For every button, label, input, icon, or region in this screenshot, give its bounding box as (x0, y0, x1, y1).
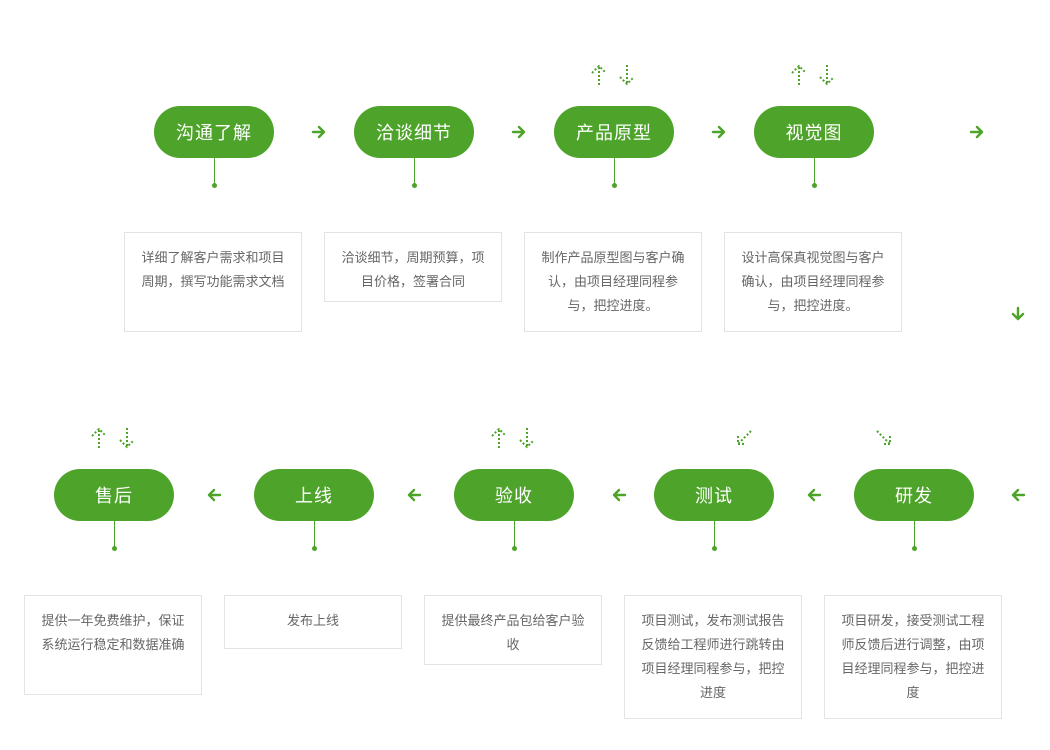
up-down-arrows-icon (789, 63, 839, 87)
connector-line (114, 521, 115, 547)
diagonal-arrow-icon (874, 428, 894, 448)
step-pill-launch: 上线 (254, 469, 374, 521)
connector-dot (612, 183, 617, 188)
step-description: 制作产品原型图与客户确认，由项目经理同程参与，把控进度。 (541, 251, 685, 314)
connector-dot (512, 546, 517, 551)
arrow-down-icon (1011, 306, 1025, 322)
arrow-left-icon (611, 488, 627, 502)
step-description: 提供一年免费维护，保证系统运行稳定和数据准确 (41, 614, 185, 653)
diagonal-arrow-icon (734, 428, 754, 448)
connector-dot (412, 183, 417, 188)
step-description: 项目测试，发布测试报告反馈给工程师进行跳转由项目经理同程参与，把控进度 (641, 614, 785, 701)
step-pill-testing: 测试 (654, 469, 774, 521)
connector-dot (212, 183, 217, 188)
step-card-visual: 设计高保真视觉图与客户确认，由项目经理同程参与，把控进度。 (724, 232, 902, 332)
step-card-research: 项目研发，接受测试工程师反馈后进行调整，由项目经理同程参与，把控进度 (824, 595, 1002, 719)
connector-dot (912, 546, 917, 551)
step-description: 详细了解客户需求和项目周期，撰写功能需求文档 (141, 251, 285, 290)
connector-line (614, 158, 615, 184)
step-card-prototype: 制作产品原型图与客户确认，由项目经理同程参与，把控进度。 (524, 232, 702, 332)
arrow-left-icon (806, 488, 822, 502)
arrow-right-icon (511, 125, 527, 139)
step-description: 发布上线 (286, 614, 339, 629)
connector-line (714, 521, 715, 547)
step-pill-acceptance: 验收 (454, 469, 574, 521)
connector-dot (812, 183, 817, 188)
step-description: 设计高保真视觉图与客户确认，由项目经理同程参与，把控进度。 (741, 251, 885, 314)
arrow-right-icon (969, 125, 985, 139)
connector-line (414, 158, 415, 184)
connector-line (214, 158, 215, 184)
step-description: 提供最终产品包给客户验收 (441, 614, 585, 653)
connector-line (914, 521, 915, 547)
connector-dot (112, 546, 117, 551)
step-description: 洽谈细节，周期预算，项目价格，签署合同 (341, 251, 485, 290)
arrow-right-icon (711, 125, 727, 139)
step-description: 项目研发，接受测试工程师反馈后进行调整，由项目经理同程参与，把控进度 (841, 614, 985, 701)
arrow-left-icon (406, 488, 422, 502)
step-card-negotiate: 洽谈细节，周期预算，项目价格，签署合同 (324, 232, 502, 302)
up-down-arrows-icon (589, 63, 639, 87)
step-pill-negotiate: 洽谈细节 (354, 106, 474, 158)
connector-line (514, 521, 515, 547)
step-pill-prototype: 产品原型 (554, 106, 674, 158)
step-pill-communicate: 沟通了解 (154, 106, 274, 158)
step-pill-after-sales: 售后 (54, 469, 174, 521)
step-card-launch: 发布上线 (224, 595, 402, 649)
connector-line (314, 521, 315, 547)
connector-dot (712, 546, 717, 551)
up-down-arrows-icon (89, 426, 139, 450)
step-card-after-sales: 提供一年免费维护，保证系统运行稳定和数据准确 (24, 595, 202, 695)
connector-dot (312, 546, 317, 551)
step-card-testing: 项目测试，发布测试报告反馈给工程师进行跳转由项目经理同程参与，把控进度 (624, 595, 802, 719)
up-down-arrows-icon (489, 426, 539, 450)
arrow-left-icon (1010, 488, 1026, 502)
step-pill-research: 研发 (854, 469, 974, 521)
step-pill-visual: 视觉图 (754, 106, 874, 158)
step-card-communicate: 详细了解客户需求和项目周期，撰写功能需求文档 (124, 232, 302, 332)
arrow-left-icon (206, 488, 222, 502)
step-card-acceptance: 提供最终产品包给客户验收 (424, 595, 602, 665)
connector-line (814, 158, 815, 184)
arrow-right-icon (311, 125, 327, 139)
